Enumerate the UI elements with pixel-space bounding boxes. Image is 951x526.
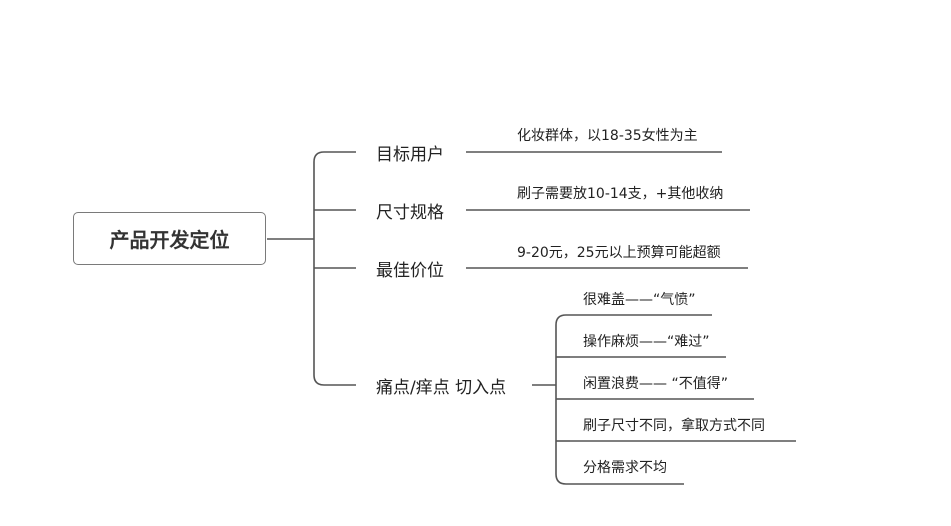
root-title: 产品开发定位 [109, 228, 230, 252]
branch-size-spec[interactable]: 尺寸规格 [376, 203, 444, 223]
branch-best-price[interactable]: 最佳价位 [376, 261, 444, 281]
branch-target-users[interactable]: 目标用户 [376, 145, 444, 165]
pain-point-item[interactable]: 闲置浪费—— “不值得” [583, 376, 728, 392]
detail-size-spec[interactable]: 刷子需要放10-14支，+其他收纳 [517, 186, 724, 202]
branch-pain-points[interactable]: 痛点/痒点 切入点 [376, 378, 507, 398]
detail-best-price[interactable]: 9-20元，25元以上预算可能超额 [517, 245, 721, 261]
detail-target-users[interactable]: 化妆群体，以18-35女性为主 [517, 128, 698, 144]
pain-point-item[interactable]: 操作麻烦——“难过” [583, 334, 710, 350]
root-node[interactable]: 产品开发定位 [73, 212, 266, 265]
pain-point-item[interactable]: 刷子尺寸不同，拿取方式不同 [583, 418, 765, 434]
pain-point-item[interactable]: 很难盖——“气愤” [583, 292, 696, 308]
pain-point-item[interactable]: 分格需求不均 [583, 460, 667, 476]
